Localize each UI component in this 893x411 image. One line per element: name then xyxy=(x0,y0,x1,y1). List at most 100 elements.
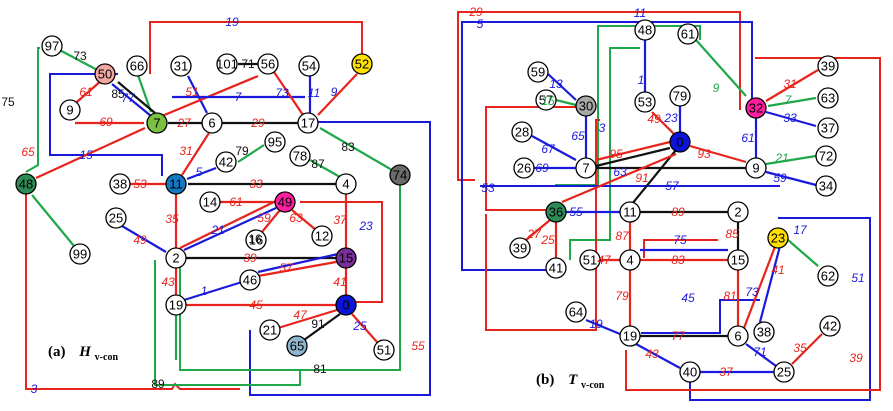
a-node-2: 2 xyxy=(165,247,187,269)
b-node-label: 72 xyxy=(819,149,833,164)
a-edge-label: 71 xyxy=(241,57,255,71)
a-node-label: 101 xyxy=(216,57,238,72)
b-edge-label: 37 xyxy=(719,365,734,379)
edge-b-32-39 xyxy=(765,69,819,102)
a-node-66: 66 xyxy=(126,55,148,77)
b-edge-label: 29 xyxy=(468,5,483,19)
a-node-circle xyxy=(351,53,373,75)
a-node-label: 42 xyxy=(219,155,233,170)
b-edge-label: 3 xyxy=(599,121,606,135)
a-node-label: 2 xyxy=(172,251,179,266)
edge-b-0-9 xyxy=(689,144,747,164)
a-node-54: 54 xyxy=(298,55,320,77)
edge-b-45-line xyxy=(641,299,760,334)
b-edge-label: 41 xyxy=(771,263,784,277)
a-node-label: 11 xyxy=(169,177,183,192)
a-edge-label: 23 xyxy=(358,219,373,233)
a-node-circle xyxy=(165,294,187,316)
a-edge-label: 5 xyxy=(196,165,203,179)
a-node-circle xyxy=(335,173,357,195)
caption-b-symbol: T xyxy=(568,372,578,388)
b-node-circle xyxy=(619,201,641,223)
b-node-label: 53 xyxy=(638,95,652,110)
b-node-label: 4 xyxy=(626,253,633,268)
edge-b-7-0-black xyxy=(595,146,671,168)
b-node-circle xyxy=(545,201,567,223)
edge-b-53-0 xyxy=(651,111,675,135)
a-node-15: 15 xyxy=(335,247,357,269)
b-node-circle xyxy=(535,89,557,111)
a-node-circle xyxy=(146,112,168,134)
edge-a-15-loop xyxy=(49,73,163,176)
b-node-label: 39 xyxy=(513,241,527,256)
b-node-circle xyxy=(619,325,641,347)
b-node-label: 0 xyxy=(676,135,683,150)
b-edge-label: 67 xyxy=(541,142,556,156)
a-node-17: 17 xyxy=(297,112,319,134)
caption-a: (a) H v-con xyxy=(48,344,118,363)
b-node-circle xyxy=(753,321,775,343)
b-node-15: 15 xyxy=(727,249,749,271)
a-node-12: 12 xyxy=(311,225,333,247)
b-node-circle xyxy=(677,23,699,45)
a-edge-label: 55 xyxy=(411,339,425,353)
a-node-97: 97 xyxy=(41,35,63,57)
a-node-circle xyxy=(215,151,237,173)
a-node-circle xyxy=(94,63,116,85)
edge-a-97-48 xyxy=(25,47,40,173)
b-node-label: 25 xyxy=(777,365,791,380)
b-edge-label: 35 xyxy=(793,341,807,355)
b-node-label: 62 xyxy=(821,269,835,284)
b-edge-label: 65 xyxy=(571,129,585,143)
caption-a-symbol: H xyxy=(78,344,92,360)
a-edge-label: 16 xyxy=(248,232,262,246)
edge-a-89-loop xyxy=(154,260,301,386)
b-node-61: 61 xyxy=(677,23,699,45)
b-node-label: 61 xyxy=(681,27,695,42)
b-node-circle xyxy=(527,61,549,83)
edge-a-66-7 xyxy=(136,74,153,113)
edge-a-19-46 xyxy=(183,280,243,302)
b-edge-label: 11 xyxy=(634,6,646,20)
b-node-circle xyxy=(815,175,837,197)
edge-a-78-4 xyxy=(309,159,341,178)
a-edge-label: 33 xyxy=(249,177,263,191)
a-edge-label: 85 xyxy=(111,87,125,101)
edge-a-46-15-blue xyxy=(257,252,339,274)
edge-a-17-right xyxy=(249,121,431,396)
b-node-label: 40 xyxy=(683,365,697,380)
b-node-label: 19 xyxy=(623,329,637,344)
b-node-48: 48 xyxy=(634,19,656,41)
a-node-label: 0 xyxy=(342,298,349,313)
a-node-circle xyxy=(126,55,148,77)
a-node-circle xyxy=(311,225,333,247)
a-edge-label: 35 xyxy=(165,212,179,226)
a-node-circle xyxy=(170,55,192,77)
a-node-circle xyxy=(286,335,308,357)
b-node-38: 38 xyxy=(753,321,775,343)
a-edge-label: 77 xyxy=(121,91,136,105)
b-node-label: 30 xyxy=(579,99,593,114)
edge-a-23-loop xyxy=(300,201,383,303)
a-node-circle xyxy=(297,112,319,134)
edge-a-21-0 xyxy=(277,308,338,330)
a-node-label: 48 xyxy=(19,177,33,192)
b-node-6: 6 xyxy=(727,325,749,347)
a-node-25: 25 xyxy=(105,207,127,229)
edge-a-50-52 xyxy=(149,21,363,74)
a-node-14: 14 xyxy=(199,191,221,213)
a-node-label: 19 xyxy=(169,298,183,313)
b-node-circle xyxy=(575,157,597,179)
b-node-circle xyxy=(634,19,656,41)
b-edge-label: 75 xyxy=(673,233,687,247)
a-node-74: 74 xyxy=(389,164,411,186)
edge-a-56-17 xyxy=(273,71,304,116)
b-node-72: 72 xyxy=(815,145,837,167)
b-node-circle xyxy=(619,249,641,271)
b-node-circle xyxy=(679,361,701,383)
b-node-26: 26 xyxy=(513,157,535,179)
a-node-49: 49 xyxy=(274,191,296,213)
a-node-label: 56 xyxy=(261,57,275,72)
edge-b-23-6 xyxy=(742,243,778,329)
